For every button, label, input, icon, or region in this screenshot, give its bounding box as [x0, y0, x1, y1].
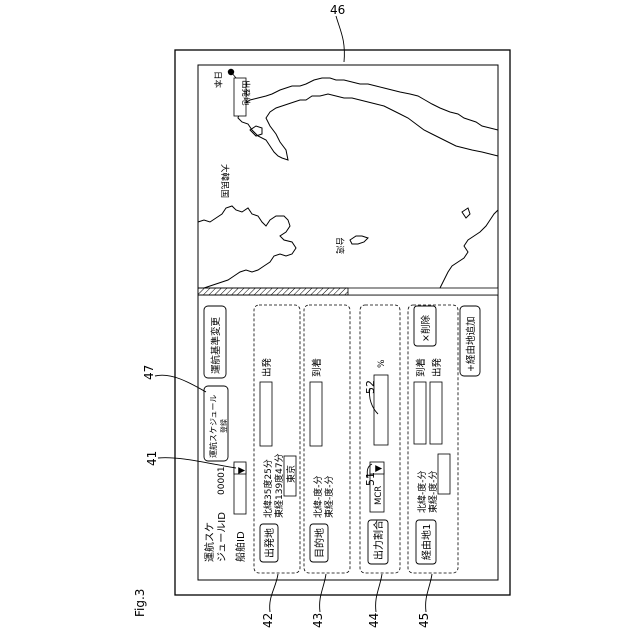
- percent-label: %: [377, 359, 387, 368]
- arrival-time-field[interactable]: [310, 382, 322, 446]
- ref-47: 47: [142, 365, 156, 380]
- departure-latitude: 北緯35度25分: [262, 459, 274, 518]
- ref-46: 46: [330, 3, 345, 17]
- departure-name: 東京: [285, 465, 297, 483]
- register-schedule-button-label: 運航スケジュール: [208, 395, 218, 458]
- japan-label: 日本: [212, 71, 223, 89]
- destination-button-label: 目的地: [313, 528, 326, 558]
- ref-45: 45: [417, 613, 431, 628]
- departure-time-label: 出発: [261, 357, 273, 377]
- figure-label: Fig.3: [133, 589, 147, 617]
- taiwan-label: 台湾: [334, 237, 345, 255]
- ref-51: 51: [364, 472, 377, 486]
- waypoint-button-label: 経由地1: [420, 524, 433, 560]
- add-waypoint-button-label: +経由地追加: [465, 317, 477, 372]
- output-ratio-button-label: 出力割合: [372, 520, 385, 560]
- waypoint-departure-label: 出発: [431, 357, 443, 377]
- change-criteria-button-label: 運航基準変更: [210, 316, 222, 374]
- ref-44: 44: [367, 613, 381, 628]
- schedule-id-value: 00001: [217, 466, 227, 495]
- register-schedule-button-sublabel: 登録: [219, 419, 228, 433]
- destination-latitude: 北緯-度-分: [312, 476, 324, 519]
- mcr-dropdown-arrow-icon: ▼: [374, 465, 384, 472]
- dropdown-arrow-icon: ▼: [237, 467, 247, 474]
- schedule-id-title-line1: 運航スケ: [203, 522, 216, 562]
- departure-button-label: 出発地: [263, 528, 276, 558]
- ref-52: 52: [364, 380, 377, 394]
- destination-longitude: 東経-度-分: [323, 476, 335, 519]
- ref-42: 42: [261, 613, 275, 628]
- arrival-time-label: 到着: [311, 358, 323, 377]
- waypoint-arrival-field[interactable]: [414, 382, 426, 444]
- ref-43: 43: [311, 613, 325, 628]
- waypoint-longitude: 東経-度-分: [427, 471, 439, 514]
- delete-waypoint-button-label: ×削除: [420, 315, 432, 342]
- schedule-id-title-line2: ジュールID: [217, 512, 228, 562]
- departure-longitude: 東経139度47分: [273, 453, 285, 518]
- waypoint-departure-field[interactable]: [430, 382, 442, 444]
- departure-time-field[interactable]: [260, 382, 272, 446]
- ref-41: 41: [145, 451, 159, 466]
- waypoint-latitude: 北緯-度-分: [416, 471, 428, 514]
- ship-id-label: 船舶ID: [234, 531, 247, 562]
- korea-label: 大韓民国: [219, 164, 230, 198]
- mcr-value: MCR: [374, 486, 384, 505]
- waypoint-name-box[interactable]: [438, 454, 450, 494]
- departure-marker-label: 出発地: [240, 80, 251, 106]
- waypoint-arrival-label: 到着: [415, 358, 427, 377]
- scrollbar-thumb[interactable]: [198, 288, 348, 295]
